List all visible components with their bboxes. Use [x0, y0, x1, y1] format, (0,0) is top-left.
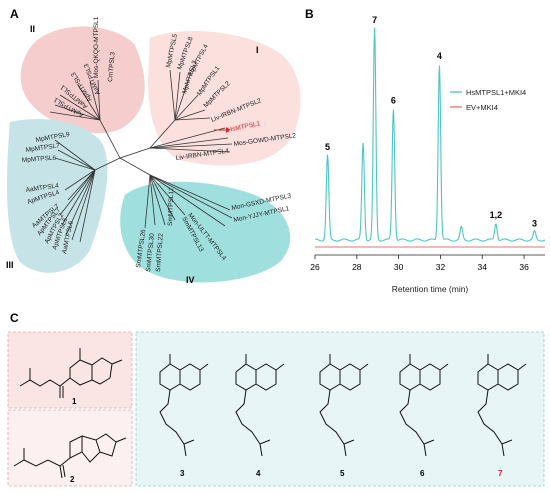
compound-label-4: 4 — [256, 469, 261, 478]
x-tick-label: 32 — [436, 262, 446, 272]
structure-5 — [319, 354, 369, 457]
x-tick-label: 30 — [394, 262, 404, 272]
compound-label-6: 6 — [420, 469, 425, 478]
structure-6 — [399, 354, 449, 457]
highlight-arrow-head — [226, 127, 230, 133]
legend-label-ev: EV+MKI4 — [466, 103, 498, 112]
x-tick-label: 26 — [310, 262, 320, 272]
peak-label: 5 — [325, 142, 330, 152]
structure-7 — [477, 354, 527, 457]
structure-1 — [19, 348, 123, 398]
peak-label: 1,2 — [490, 210, 503, 220]
tree-leaf: MpMTPSL6 — [22, 155, 57, 164]
panel-label-b: B — [305, 7, 314, 21]
clade-label-iv: IV — [186, 275, 195, 285]
peak-label: 4 — [437, 51, 442, 61]
compound-label-2: 2 — [70, 475, 75, 484]
panel-label-c: C — [10, 311, 19, 325]
clade-iv-region — [120, 181, 291, 283]
clade-label-iii: III — [6, 260, 14, 270]
compound-label-7: 7 — [498, 469, 503, 478]
tree-leaf: SmMTPSL22 — [155, 233, 165, 272]
compound-label-3: 3 — [180, 469, 185, 478]
peak-label: 6 — [391, 96, 396, 106]
clade-iii-region — [7, 119, 108, 273]
tree-leaf: CmTPSL3 — [107, 51, 117, 82]
peak-label: 3 — [532, 219, 537, 229]
tree-branches — [49, 69, 233, 243]
structure-4 — [235, 354, 285, 457]
panel-label-a: A — [10, 7, 19, 21]
x-tick-label: 34 — [478, 262, 488, 272]
clade-i-region — [148, 31, 301, 166]
structures-3-7 — [159, 354, 527, 457]
peak-label: 7 — [372, 15, 377, 25]
compound-label-5: 5 — [340, 469, 345, 478]
x-tick-label: 28 — [352, 262, 362, 272]
tree-leaf: AaMTPSL4 — [25, 182, 59, 194]
series-line-hs — [314, 27, 546, 242]
tree-leaf: MpMTPSL7 — [25, 142, 60, 154]
peak-labels: 5 7 6 4 1,2 3 — [325, 15, 537, 229]
compound-label-1: 1 — [72, 397, 77, 406]
structure-2 — [13, 433, 127, 479]
x-tick-label: 36 — [519, 262, 529, 272]
tree-leaf: SmMTPSL17 — [167, 187, 175, 226]
chromatogram-chart: 26 28 30 32 34 36 5 7 6 4 1,2 3 Retention time (mi… — [310, 15, 546, 294]
x-axis-ticks: 26 28 30 32 34 36 — [310, 255, 529, 272]
clade-label-ii: II — [30, 24, 35, 34]
compound-box-3-7 — [135, 331, 545, 487]
legend-label-hs: HsMTPSL1+MKI4 — [466, 88, 526, 97]
tree-leaf: SmMTPSL30 — [145, 233, 156, 273]
clade-ii-region — [20, 26, 145, 134]
x-axis-label: Retention time (min) — [392, 284, 469, 294]
tree-leaf: Mos-QKQO-MTPSL1 — [93, 16, 100, 78]
structure-3 — [159, 354, 209, 457]
clade-label-i: I — [256, 45, 259, 55]
